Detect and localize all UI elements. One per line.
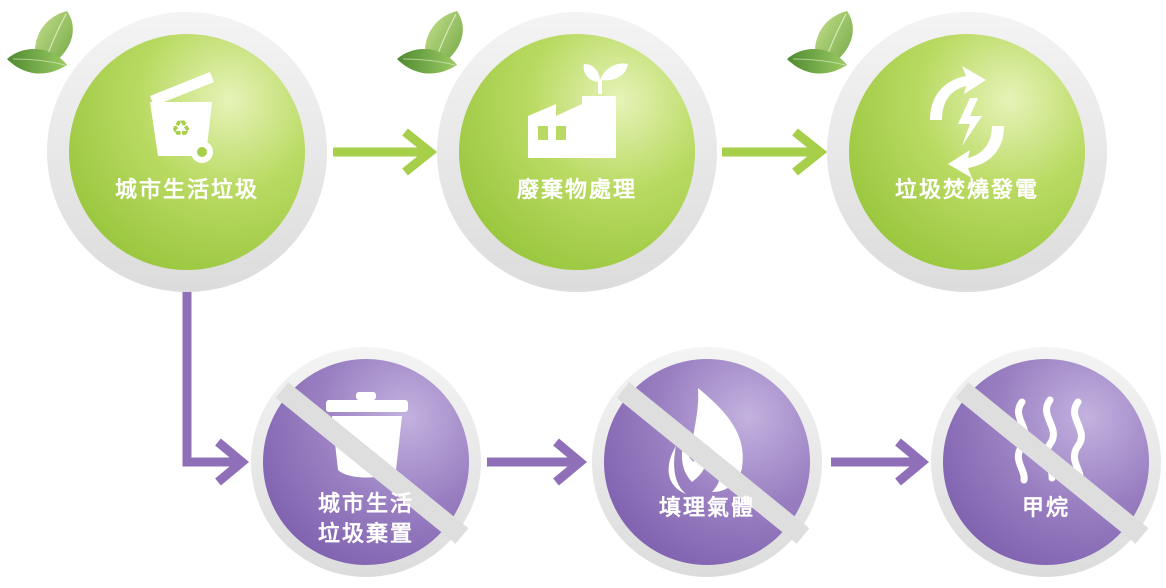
recycle-trash-bin-icon: ♻ [150,72,214,163]
node-label-waste-treatment: 廢棄物處理 [516,178,637,203]
energy-recycle-icon [930,66,1004,178]
node-municipal-waste: ♻ [6,10,327,292]
factory-sprout-icon [528,63,628,158]
node-label-waste-disposal-line2: 垃圾棄置 [317,522,414,547]
arrow-5-to-6 [831,438,930,486]
node-label-methane: 甲烷 [1021,496,1070,521]
svg-text:♻: ♻ [171,117,191,142]
leaf-icon [786,10,854,75]
node-label-incineration-power: 垃圾焚燒發電 [894,178,1039,203]
node-landfill-gas [592,347,822,577]
arrow-2-to-3 [722,128,828,176]
node-methane [931,347,1161,577]
node-waste-treatment [396,10,717,292]
prohibited-slash [955,382,1149,544]
node-label-landfill-gas: 填理氣體 [658,496,755,521]
node-label-waste-disposal-line1: 城市生活 [317,492,414,517]
prohibited-slash [616,382,810,544]
arrow-4-to-5 [487,438,588,486]
node-incineration-power [786,10,1107,292]
node-waste-disposal [251,347,481,577]
arrow-1-to-2 [333,128,438,176]
leaf-icon [396,10,464,75]
node-label-municipal-waste: 城市生活垃圾 [114,178,259,203]
arrow-down-to-bottom-row [182,288,250,486]
prohibited-slash [275,382,469,544]
leaf-icon [6,10,74,75]
